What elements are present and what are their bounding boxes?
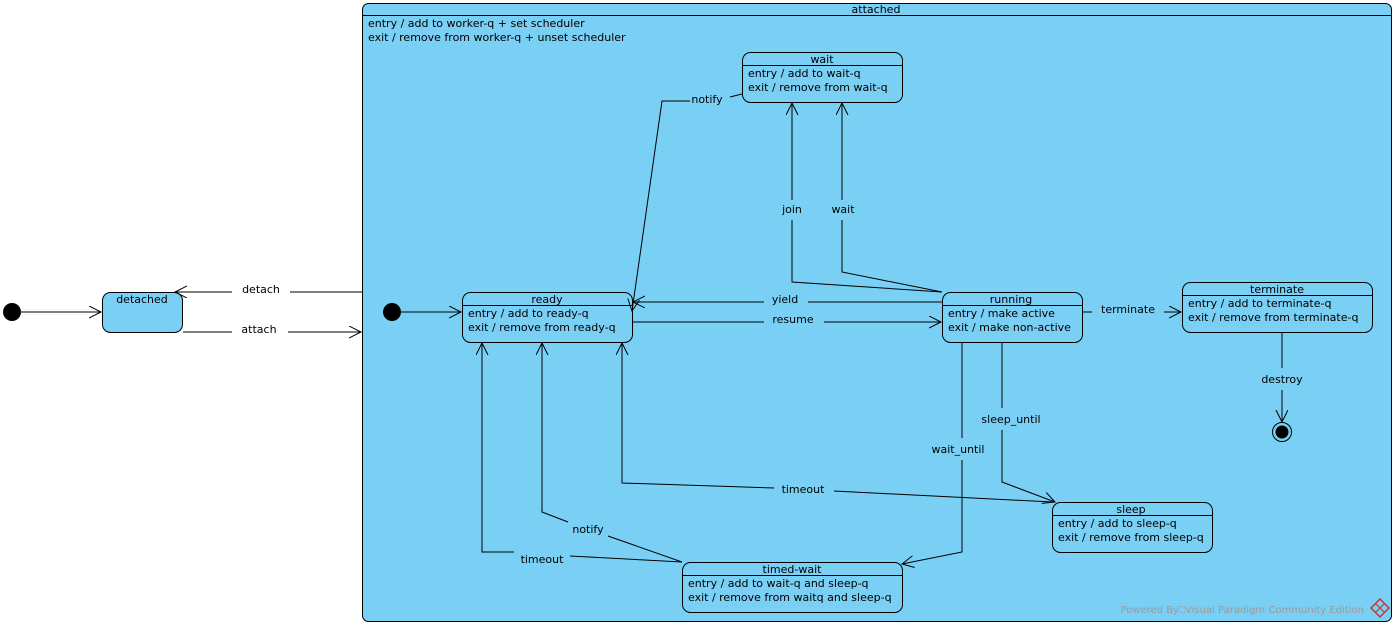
terminate-entry: entry / add to terminate-q [1188,297,1331,310]
label-timeout-sleep: timeout [782,483,826,496]
terminate-exit: exit / remove from terminate-q [1188,311,1358,324]
attached-exit: exit / remove from worker-q + unset sche… [368,31,626,44]
ready-exit: exit / remove from ready-q [468,321,616,334]
running-entry: entry / make active [948,307,1055,320]
attached-title: attached [852,3,901,16]
detached-title: detached [116,293,168,306]
visual-paradigm-logo-icon [1369,597,1391,619]
state-detached: detached [102,292,183,333]
label-notify-wait: notify [691,93,723,106]
running-title: running [990,293,1032,306]
transition-sleep-until [1001,343,1055,502]
initial-node-outer [3,303,21,321]
initial-node-inner [383,303,401,321]
sleep-title: sleep [1116,503,1145,516]
transition-wait [842,103,943,293]
transition-wait-until [902,343,963,564]
wait-title: wait [810,53,834,66]
sleep-entry: entry / add to sleep-q [1058,517,1177,530]
label-destroy: destroy [1261,373,1303,386]
transition-notify-wait-ready [632,93,743,311]
wait-entry: entry / add to wait-q [748,67,861,80]
state-sleep: sleep entry / add to sleep-q exit / remo… [1052,502,1213,553]
ready-entry: entry / add to ready-q [468,307,589,320]
transition-timeout-timed-ready [482,343,683,563]
wait-exit: exit / remove from wait-q [748,81,888,94]
state-ready: ready entry / add to ready-q exit / remo… [462,292,633,343]
label-join: join [781,203,802,216]
ready-title: ready [531,293,563,306]
transition-notify-timed-ready [542,343,683,563]
sleep-exit: exit / remove from sleep-q [1058,531,1204,544]
label-timeout-timed: timeout [521,553,565,566]
label-resume: resume [772,313,813,326]
state-terminate: terminate entry / add to terminate-q exi… [1182,282,1373,333]
attached-entry: entry / add to worker-q + set scheduler [368,17,585,30]
label-attach: attach [241,323,276,336]
label-detach: detach [242,283,280,296]
timed-wait-entry: entry / add to wait-q and sleep-q [688,577,869,590]
label-terminate: terminate [1101,303,1155,316]
terminate-title: terminate [1250,283,1304,296]
state-timed-wait: timed-wait entry / add to wait-q and sle… [682,562,903,613]
running-exit: exit / make non-active [948,321,1071,334]
label-wait-until: wait_until [932,443,985,456]
label-yield: yield [772,293,798,306]
transition-join [792,103,943,293]
timed-wait-title: timed-wait [763,563,823,576]
state-running: running entry / make active exit / make … [942,292,1083,343]
label-sleep-until: sleep_until [981,413,1040,426]
transition-timeout-sleep-ready [622,343,1053,503]
timed-wait-exit: exit / remove from waitq and sleep-q [688,591,892,604]
attached-composite-state: attached entry / add to worker-q + set s… [362,3,1392,622]
watermark-text: Powered By⎕Visual Paradigm Community Edi… [1121,605,1365,616]
state-wait: wait entry / add to wait-q exit / remove… [742,52,903,103]
label-wait: wait [831,203,855,216]
label-notify-timed: notify [572,523,604,536]
